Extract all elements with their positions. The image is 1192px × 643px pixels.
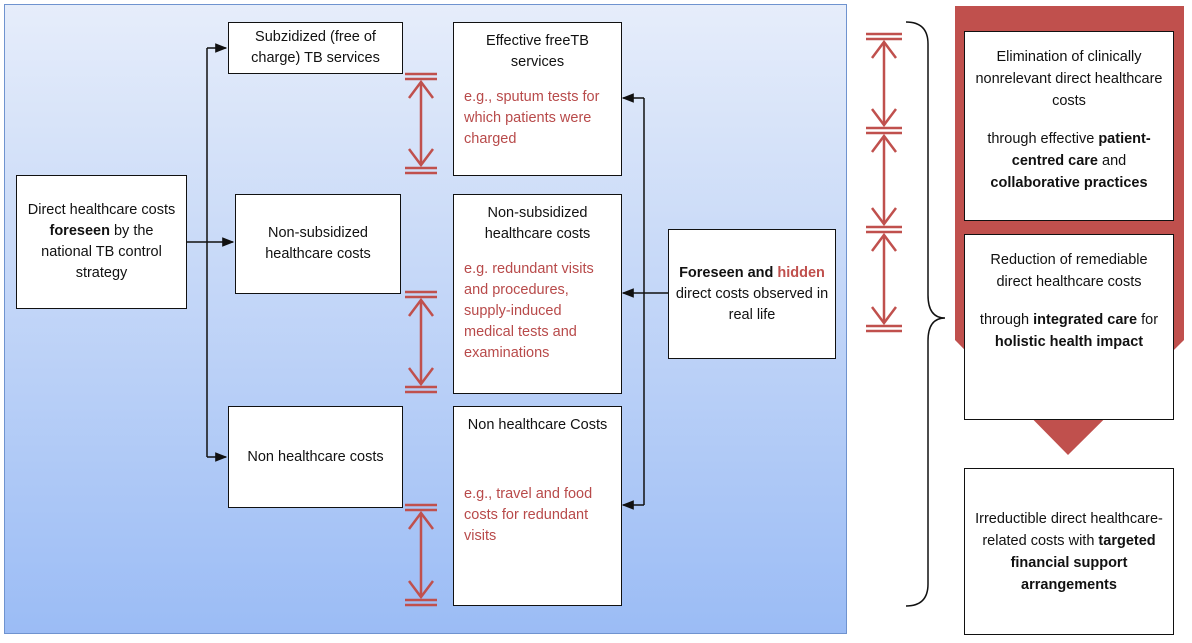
red-double-arrow — [866, 225, 902, 333]
curly-brace — [905, 21, 946, 607]
box-title: Reduction of remediable direct healthcar… — [990, 252, 1148, 290]
foreseen-costs-box: Direct healthcare costs foreseen by the … — [16, 175, 187, 309]
red-double-arrow — [405, 72, 437, 175]
red-double-arrow — [405, 290, 437, 394]
effective-free-services-box: Effective freeTB services e.g., sputum t… — [453, 22, 622, 176]
box-title: Effective freeTB services — [486, 33, 589, 70]
right-tree-connector — [621, 93, 668, 510]
non-healthcare-examples-box: Non healthcare Costs e.g., travel and fo… — [453, 406, 622, 606]
example-text: e.g., sputum tests for which patients we… — [464, 89, 600, 147]
box-title: Non healthcare Costs — [467, 417, 608, 433]
elimination-box: Elimination of clinically nonrelevant di… — [964, 31, 1174, 221]
red-double-arrow — [866, 126, 902, 227]
non-healthcare-costs-box: Non healthcare costs — [228, 406, 403, 508]
red-double-arrow — [405, 503, 437, 607]
irreducible-box: Irreductible direct healthcare-related c… — [964, 468, 1174, 635]
example-text: e.g. redundant visits and procedures, su… — [464, 261, 594, 361]
left-tree-connector — [187, 43, 235, 462]
example-text: e.g., travel and food costs for redundan… — [464, 486, 593, 544]
non-subsidized-examples-box: Non-subsidized healthcare costs e.g. red… — [453, 194, 622, 394]
red-double-arrow — [866, 32, 902, 128]
non-subsidized-costs-box: Non-subsidized healthcare costs — [235, 194, 401, 294]
box-title: Elimination of clinically nonrelevant di… — [975, 49, 1163, 109]
box-title: Non-subsidized healthcare costs — [484, 205, 591, 242]
reduction-box: Reduction of remediable direct healthcar… — [964, 234, 1174, 420]
observed-costs-box: Foreseen and hidden direct costs observe… — [668, 229, 836, 359]
subsidized-services-box: Subzidized (free of charge) TB services — [228, 22, 403, 74]
